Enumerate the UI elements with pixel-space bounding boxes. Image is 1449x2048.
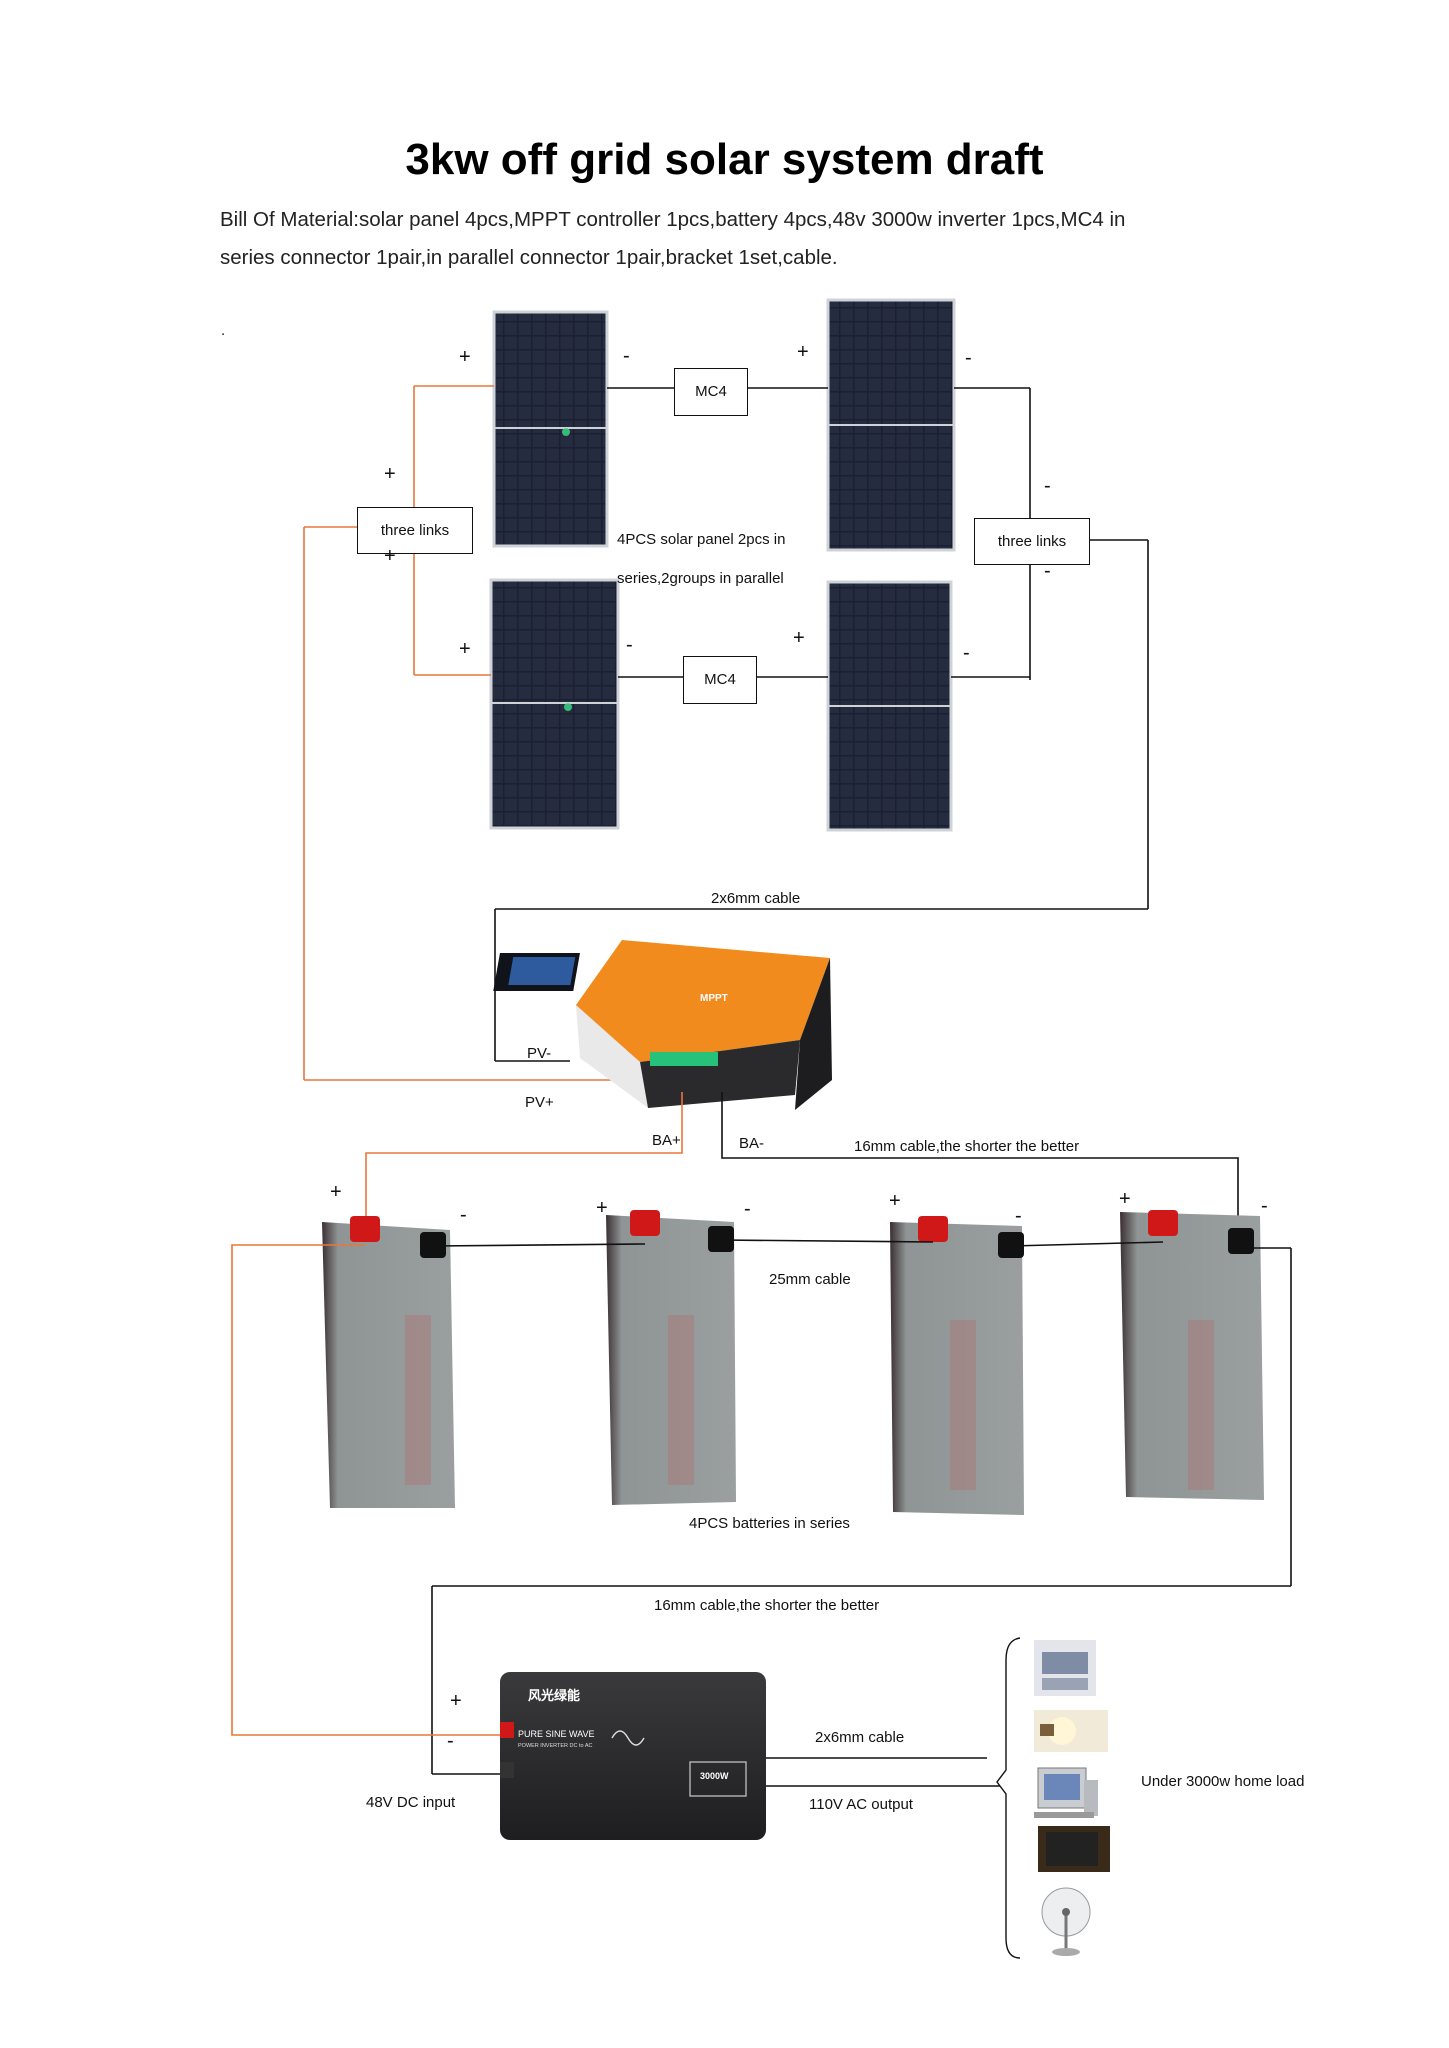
sign-plus: +: [330, 1181, 342, 1203]
sign-plus: +: [797, 341, 809, 363]
sign-minus: -: [447, 1730, 454, 1752]
sign-minus: -: [1044, 475, 1051, 497]
sign-minus: -: [626, 634, 633, 656]
bom-line-1: Bill Of Material:solar panel 4pcs,MPPT c…: [220, 208, 1126, 231]
sign-minus: -: [1015, 1205, 1022, 1227]
panels-note-line-1: 4PCS solar panel 2pcs in: [617, 531, 786, 548]
sign-plus: +: [596, 1197, 608, 1219]
panel-wiring: [494, 387, 1149, 1062]
battery-1: [322, 1216, 455, 1508]
page-title: 3kw off grid solar system draft: [405, 135, 1044, 184]
sign-plus: +: [459, 346, 471, 368]
sign-minus: -: [1261, 1195, 1268, 1217]
svg-text:PURE SINE WAVE: PURE SINE WAVE: [518, 1729, 595, 1739]
mppt-controller: MPPT: [493, 940, 832, 1110]
dc-input-label: 48V DC input: [366, 1794, 456, 1811]
sign-plus: +: [459, 638, 471, 660]
three-links-left: three links: [357, 507, 473, 554]
sign-minus: -: [460, 1204, 467, 1226]
sign-minus: -: [965, 347, 972, 369]
sign-minus: -: [744, 1198, 751, 1220]
svg-text:POWER INVERTER DC to AC: POWER INVERTER DC to AC: [518, 1743, 592, 1749]
inverter: 风光绿能 PURE SINE WAVE POWER INVERTER DC to…: [500, 1672, 766, 1840]
svg-text:风光绿能: 风光绿能: [528, 1688, 580, 1703]
stray-dot: .: [221, 322, 226, 339]
sign-plus: +: [889, 1190, 901, 1212]
mc4-connector-bottom: MC4: [683, 656, 757, 704]
panels-note-line-2: series,2groups in parallel: [617, 570, 784, 587]
batteries-note: 4PCS batteries in series: [689, 1515, 850, 1532]
solar-panel-bottom-left: [489, 578, 620, 830]
sign-plus: +: [384, 463, 396, 485]
light-bulb-icon: [1034, 1710, 1108, 1752]
cable-controller-battery-label: 16mm cable,the shorter the better: [854, 1138, 1080, 1155]
pv-positive-wiring: [303, 385, 640, 1081]
home-load-label: Under 3000w home load: [1141, 1773, 1305, 1790]
ac-output-label: 110V AC output: [809, 1796, 913, 1813]
svg-text:MPPT: MPPT: [700, 993, 728, 1004]
cable-battery-link-label: 25mm cable: [769, 1271, 851, 1288]
solar-panel-bottom-right: [826, 580, 953, 832]
mc4-connector-top: MC4: [674, 368, 748, 416]
three-links-right: three links: [974, 518, 1090, 565]
battery-3: [890, 1216, 1024, 1515]
ba-minus-label: BA-: [739, 1135, 765, 1152]
cable-battery-inverter-label: 16mm cable,the shorter the better: [654, 1597, 880, 1614]
ba-minus-wire: [721, 1092, 1239, 1238]
ba-plus-label: BA+: [652, 1132, 681, 1149]
battery-series-wiring: [431, 1239, 1292, 1775]
battery-4: [1120, 1210, 1264, 1500]
battery-2: [606, 1210, 736, 1505]
sign-minus: -: [963, 642, 970, 664]
solar-panel-top-right: [826, 298, 956, 552]
television-icon: [1038, 1826, 1110, 1872]
bom-line-2: series connector 1pair,in parallel conne…: [220, 246, 838, 269]
sign-plus: +: [450, 1690, 462, 1712]
ac-output-wiring: [766, 1637, 1021, 1959]
sign-minus: -: [623, 345, 630, 367]
sign-minus: -: [1044, 560, 1051, 582]
cable-ac-label: 2x6mm cable: [815, 1729, 905, 1746]
cable-pv-label: 2x6mm cable: [711, 890, 801, 907]
svg-text:3000W: 3000W: [700, 1771, 729, 1781]
sign-plus: +: [384, 545, 396, 567]
pv-plus-label: PV+: [525, 1094, 554, 1111]
printer-icon: [1034, 1640, 1096, 1696]
solar-panel-top-left: [492, 310, 609, 548]
pv-minus-label: PV-: [527, 1045, 552, 1062]
ba-plus-wire: [365, 1092, 683, 1222]
sign-plus: +: [1119, 1188, 1131, 1210]
fan-icon: [1041, 1887, 1091, 1956]
sign-plus: +: [793, 627, 805, 649]
computer-icon: [1034, 1767, 1098, 1818]
battery-positive-to-inverter: [231, 1244, 500, 1736]
